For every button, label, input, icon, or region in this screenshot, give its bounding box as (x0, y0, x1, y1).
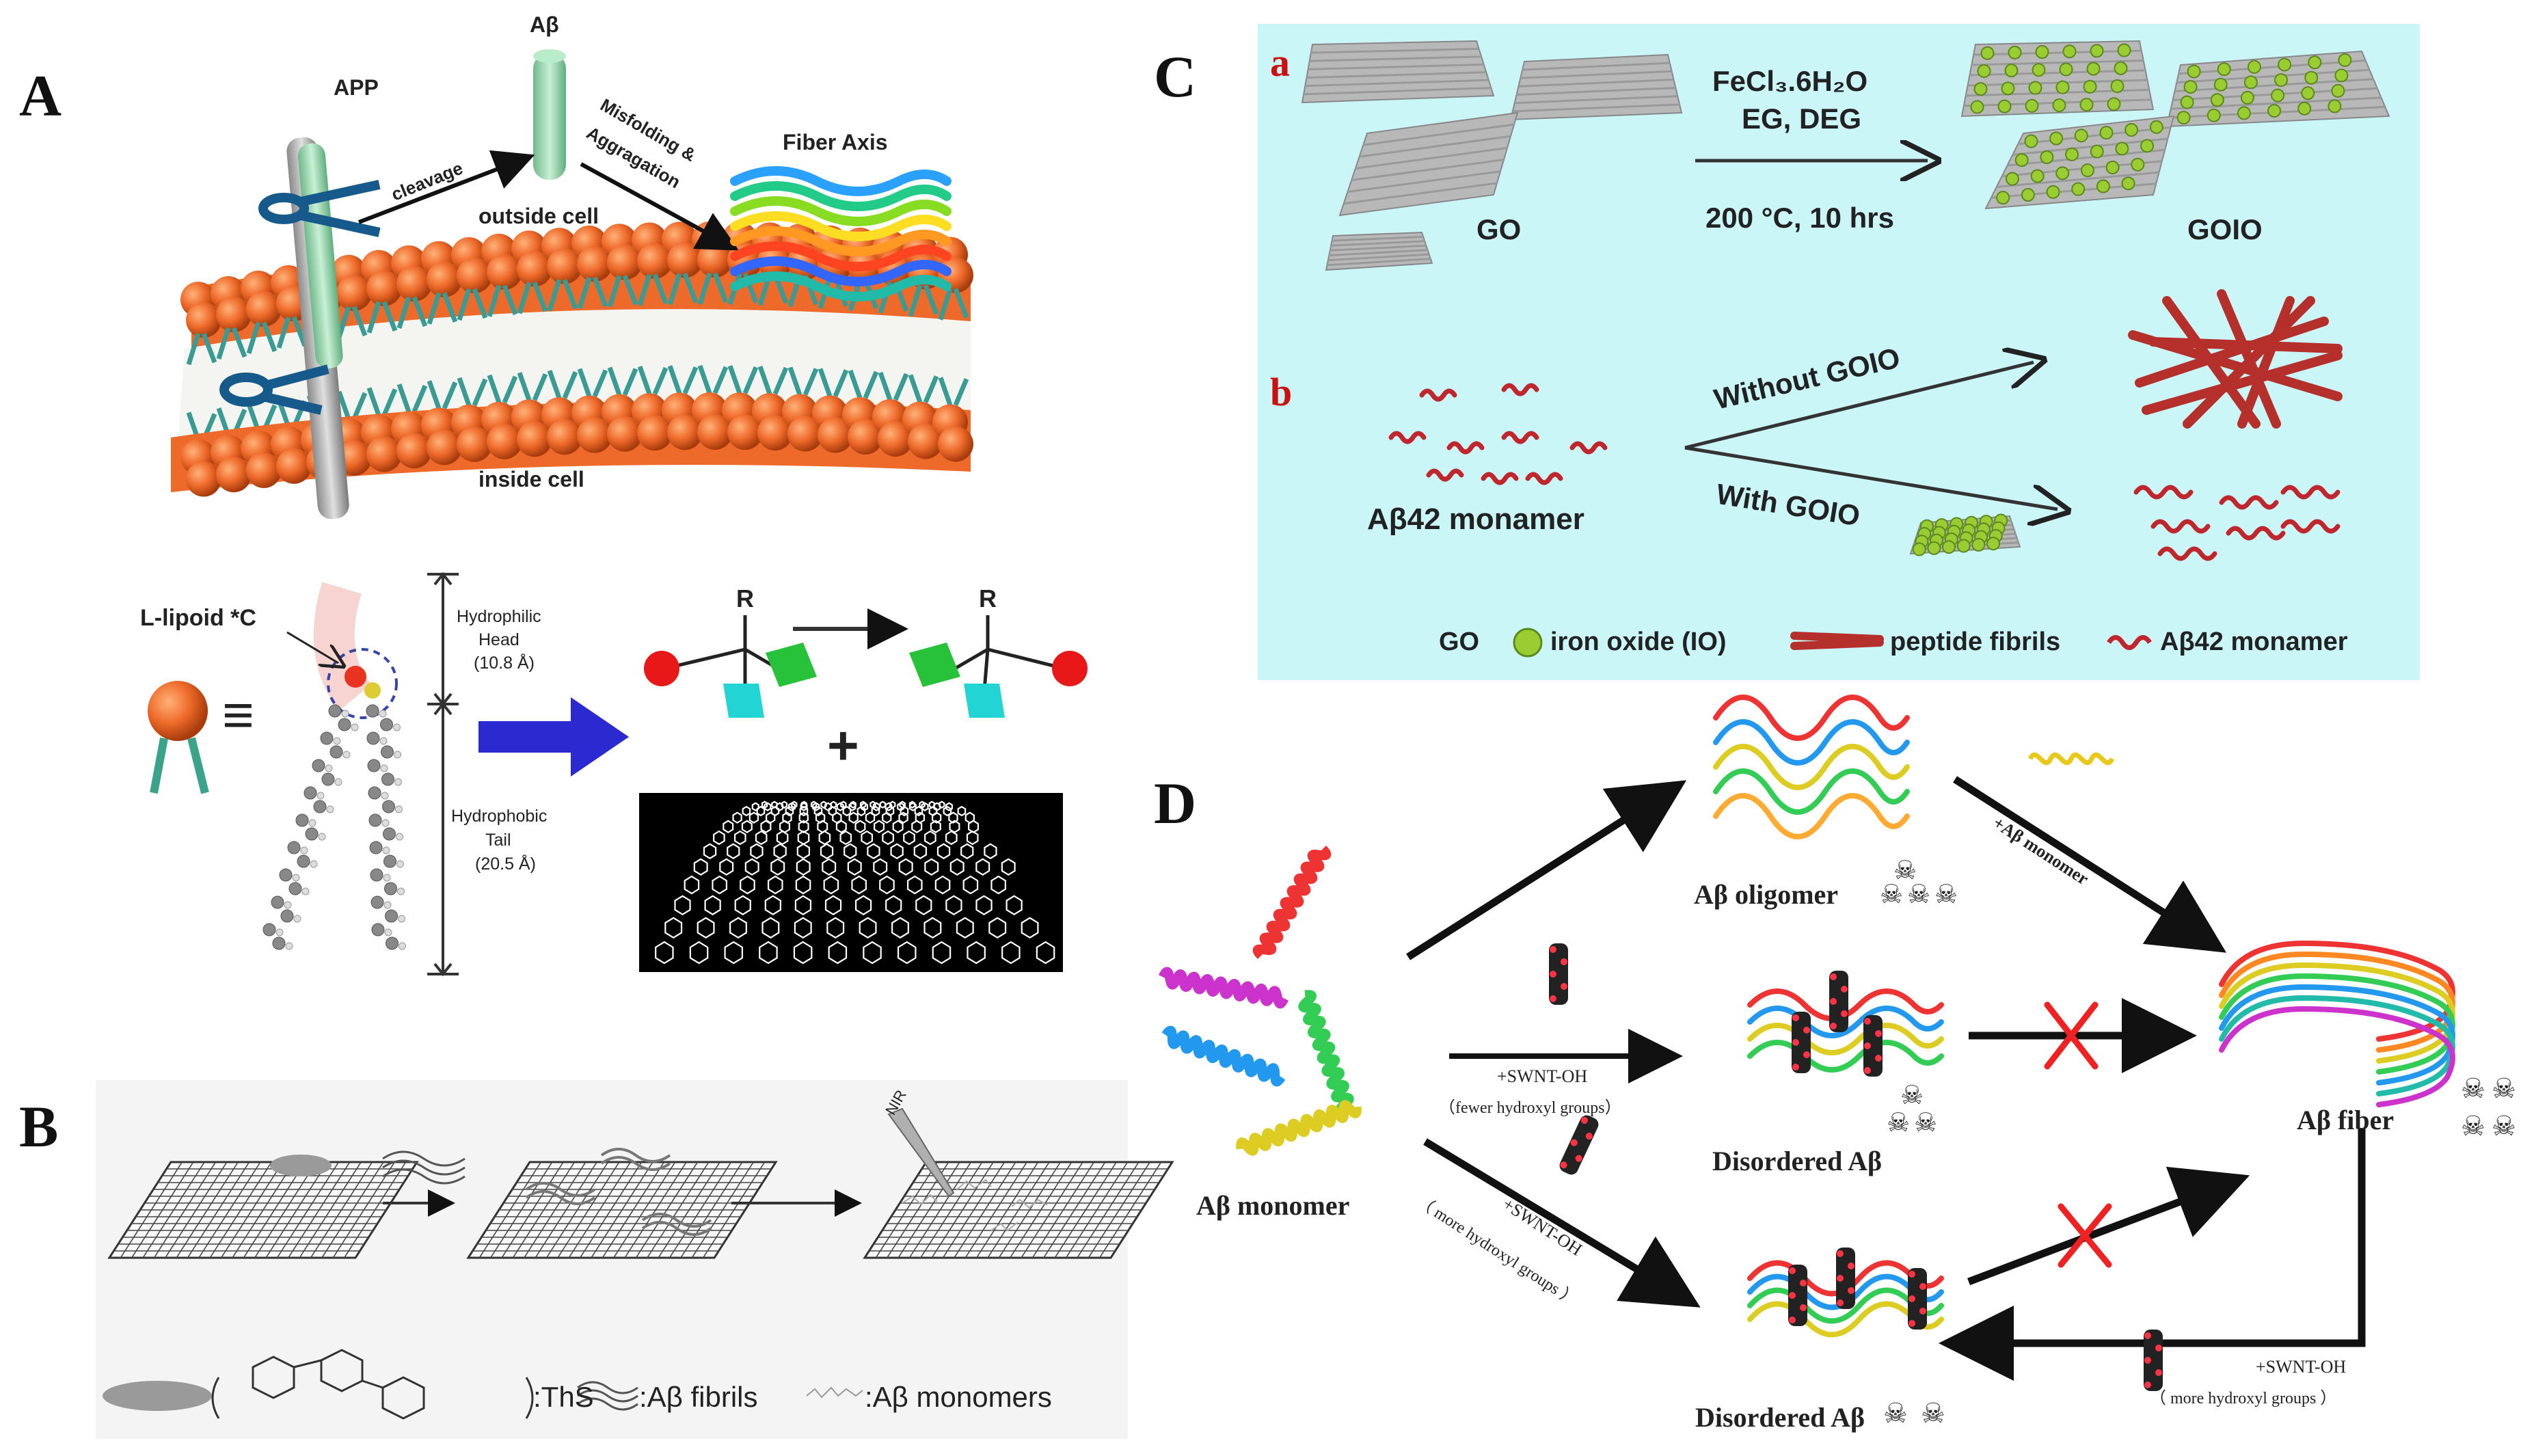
label-head: Head (478, 630, 520, 649)
abeta42-monomers (1388, 383, 1608, 485)
ths-legend-blob (103, 1381, 212, 1411)
label-abeta: Aβ (530, 12, 559, 37)
label-tail: Tail (485, 831, 511, 850)
label-hydrophobic: Hydrophobic (451, 807, 548, 826)
skulls-oligomer: ☠ (1893, 857, 1917, 885)
label-monomer: Aβ monomer (1196, 1190, 1350, 1221)
ths-structure (211, 1349, 534, 1420)
lipid-symbol (148, 681, 209, 794)
monomer-result (2133, 485, 2341, 561)
label-l-lipoid: L-lipoid *C (140, 605, 256, 631)
label-ths: :ThS (533, 1381, 594, 1413)
fibril-legend-icon (577, 1381, 638, 1411)
abeta-fiber-structure (2219, 940, 2455, 1107)
label-app: APP (334, 75, 379, 100)
monamer-legend-icon (2107, 635, 2152, 650)
panel-b-background (96, 1080, 1128, 1439)
legend-go: GO (1439, 628, 1480, 656)
goio-sheets (1960, 40, 2390, 210)
abeta-oligomer-structure (1713, 695, 1910, 839)
skulls-oligomer-3: ☠ (1907, 880, 1931, 909)
label-swnt-3-note: （ more hydroxyl groups ） (2150, 1390, 2337, 1407)
label-monomers: :Aβ monomers (865, 1381, 1052, 1413)
label-plus: + (827, 715, 859, 776)
label-disordered-bottom: Disordered Aβ (1695, 1402, 1865, 1433)
disordered-abeta-mid-structure (1747, 988, 1944, 1073)
skulls-disordered-mid-1: ☠ (1900, 1081, 1924, 1110)
fibril-clusters (525, 1148, 712, 1236)
label-goio: GOIO (2187, 213, 2263, 245)
fibril-icon (382, 1150, 466, 1185)
nir-probe (887, 1107, 955, 1198)
skulls-disordered-bottom-1: ☠ (1883, 1399, 1908, 1429)
label-temperature: 200 °C, 10 hrs (1705, 202, 1894, 234)
skulls-oligomer-2: ☠ (1880, 880, 1904, 909)
label-fiber: Aβ fiber (2297, 1105, 2395, 1135)
legend-iron-oxide: iron oxide (IO) (1550, 628, 1727, 656)
label-fiber-axis: Fiber Axis (783, 130, 888, 154)
label-oligomer: Aβ oligomer (1694, 879, 1839, 910)
fibril-legend-icon (1790, 632, 1884, 650)
go-sheets (1301, 40, 1683, 271)
abeta-monomer-structure (1159, 846, 1362, 1156)
label-swnt-3: +SWNT-OH (2256, 1357, 2347, 1377)
skulls-oligomer-4: ☠ (1934, 880, 1958, 909)
red-cross-mid (2044, 1001, 2099, 1070)
label-eg-deg: EG, DEG (1742, 103, 1862, 135)
chiral-molecule-left (644, 615, 817, 718)
label-r-left: R (736, 584, 754, 612)
skulls-fiber-1: ☠ (2461, 1074, 2485, 1104)
skulls-disordered-bottom-2: ☠ (1921, 1399, 1945, 1429)
panel-d-letter: D (1154, 770, 1197, 836)
label-abeta42-monamer: Aβ42 monamer (1367, 502, 1584, 536)
graphene-sheet (639, 793, 1063, 972)
skulls-disordered-mid-2: ☠ (1887, 1109, 1911, 1137)
graphene-sheet-3 (863, 1161, 1174, 1259)
monomer-legend-icon (806, 1386, 863, 1399)
label-sub-a: a (1270, 40, 1290, 85)
graphene-sheet-1 (107, 1161, 419, 1259)
skulls-fiber-2: ☠ (2492, 1074, 2516, 1104)
panel-b-letter: B (19, 1094, 59, 1159)
swnt-oh-rods (1549, 943, 2163, 1391)
skulls-disordered-mid-3: ☠ (1914, 1109, 1938, 1137)
panel-a-letter: A (19, 63, 62, 129)
label-equiv: ≡ (222, 684, 254, 745)
big-blue-arrow (478, 697, 629, 777)
label-tail-length: (20.5 Å) (475, 854, 536, 874)
fibril-ribbons (730, 166, 952, 301)
panel-c-letter: C (1154, 44, 1197, 109)
chiral-molecule-right (909, 615, 1088, 718)
iron-oxide-legend-icon (1513, 628, 1543, 658)
goio-small-sheet (1909, 513, 2021, 556)
yellow-helix-icon (2027, 752, 2115, 766)
label-inside-cell: inside cell (478, 467, 584, 491)
monomer-scribbles (902, 1178, 1048, 1232)
label-head-length: (10.8 Å) (474, 653, 535, 673)
peptide-fibrils-result (2128, 289, 2343, 429)
label-fibrils: :Aβ fibrils (639, 1381, 758, 1413)
label-sub-b: b (1270, 370, 1293, 414)
abeta-cylinder (533, 49, 566, 180)
label-hydrophilic: Hydrophilic (457, 607, 541, 626)
label-fecl: FeCl₃.6H₂O (1712, 65, 1868, 97)
label-swnt-1: +SWNT-OH (1497, 1066, 1588, 1086)
label-swnt-1-note: （fewer hydroxyl groups） (1439, 1099, 1621, 1117)
label-r-right: R (979, 584, 997, 612)
dimension-lines (427, 571, 459, 977)
label-go: GO (1476, 213, 1522, 245)
skulls-fiber-3: ☠ (2461, 1111, 2485, 1142)
label-outside-cell: outside cell (478, 204, 599, 228)
label-disordered-mid: Disordered Aβ (1712, 1146, 1883, 1176)
legend-abeta42-monamer: Aβ42 monamer (2160, 628, 2348, 656)
red-cross-bottom (2058, 1203, 2112, 1268)
scissors-icon (219, 180, 381, 415)
skulls-fiber-4: ☠ (2492, 1111, 2516, 1142)
legend-peptide-fibrils: peptide fibrils (1890, 628, 2061, 656)
